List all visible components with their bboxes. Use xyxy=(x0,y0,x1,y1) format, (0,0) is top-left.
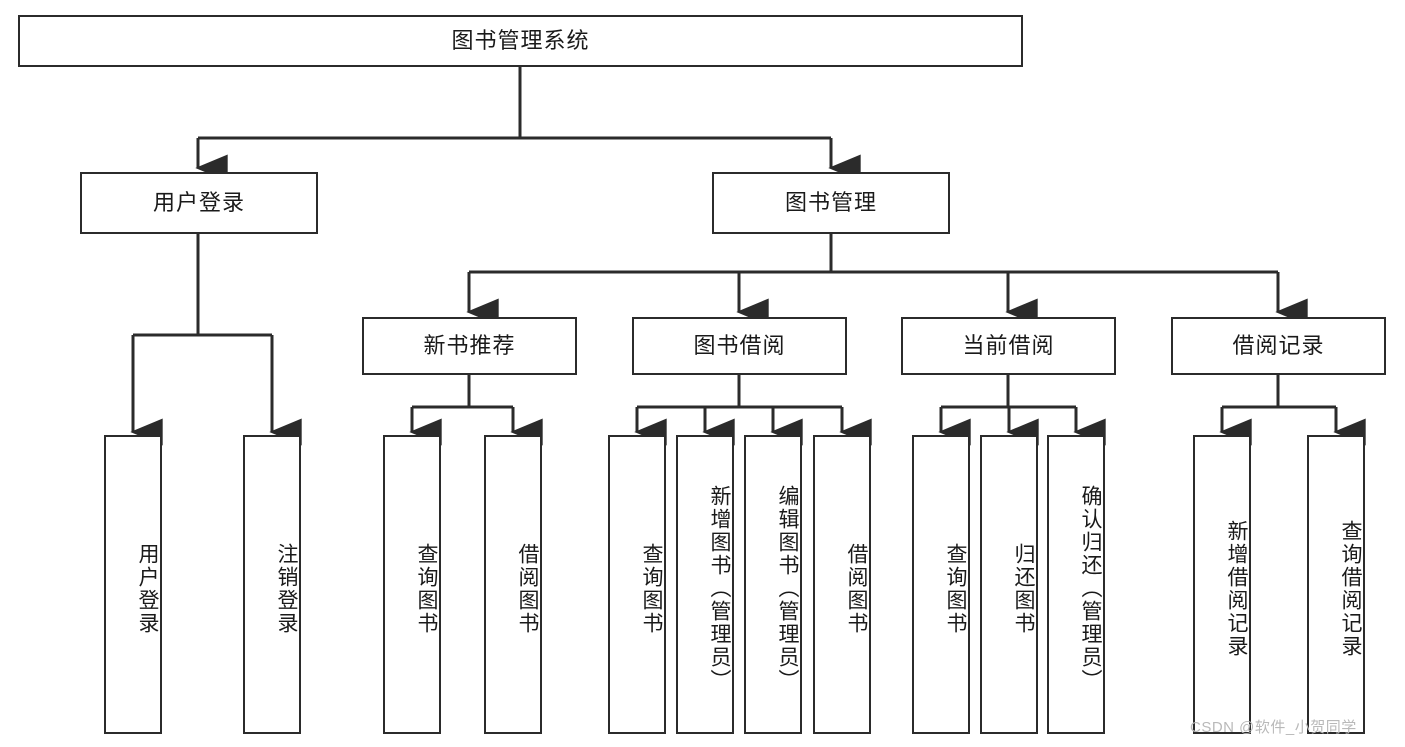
leaf-nb-query-book-label: 查询图书 xyxy=(415,542,438,635)
node-current-borrow[interactable]: 当前借阅 xyxy=(901,317,1116,375)
node-book-borrow-label: 图书借阅 xyxy=(693,332,786,358)
leaf-cb-query-book-label: 查询图书 xyxy=(944,542,967,635)
node-user-login[interactable]: 用户登录 xyxy=(80,172,318,234)
node-user-login-label: 用户登录 xyxy=(152,189,245,215)
node-current-borrow-label: 当前借阅 xyxy=(962,332,1055,358)
leaf-nb-borrow-book-label: 借阅图书 xyxy=(516,542,539,635)
leaf-cb-confirm-return-label: 确认归还（管理员） xyxy=(1079,485,1102,692)
leaf-cb-query-book[interactable]: 查询图书 xyxy=(912,435,970,734)
leaf-logout-label: 注销登录 xyxy=(275,542,298,635)
leaf-bb-borrow-book-label: 借阅图书 xyxy=(845,542,868,635)
leaf-logout[interactable]: 注销登录 xyxy=(243,435,301,734)
leaf-bb-query-book[interactable]: 查询图书 xyxy=(608,435,666,734)
node-root[interactable]: 图书管理系统 xyxy=(18,15,1023,67)
node-book-borrow[interactable]: 图书借阅 xyxy=(632,317,847,375)
watermark-text: CSDN @软件_小贺同学 xyxy=(1190,719,1357,736)
node-new-book-recommend-label: 新书推荐 xyxy=(423,332,516,358)
node-root-label: 图书管理系统 xyxy=(451,27,590,53)
leaf-nb-query-book[interactable]: 查询图书 xyxy=(383,435,441,734)
leaf-cb-return-book-label: 归还图书 xyxy=(1012,542,1035,635)
node-book-manage-label: 图书管理 xyxy=(784,189,877,215)
node-new-book-recommend[interactable]: 新书推荐 xyxy=(362,317,577,375)
leaf-bb-edit-book-label: 编辑图书（管理员） xyxy=(776,485,799,692)
leaf-br-add-record-label: 新增借阅记录 xyxy=(1225,519,1248,658)
leaf-bb-add-book-label: 新增图书（管理员） xyxy=(708,485,731,692)
leaf-bb-edit-book[interactable]: 编辑图书（管理员） xyxy=(744,435,802,734)
leaf-user-login[interactable]: 用户登录 xyxy=(104,435,162,734)
node-borrow-record-label: 借阅记录 xyxy=(1232,332,1325,358)
leaf-bb-query-book-label: 查询图书 xyxy=(640,542,663,635)
leaf-bb-add-book[interactable]: 新增图书（管理员） xyxy=(676,435,734,734)
leaf-br-query-record[interactable]: 查询借阅记录 xyxy=(1307,435,1365,734)
leaf-br-query-record-label: 查询借阅记录 xyxy=(1339,519,1362,658)
leaf-user-login-label: 用户登录 xyxy=(136,542,159,635)
leaf-bb-borrow-book[interactable]: 借阅图书 xyxy=(813,435,871,734)
leaf-br-add-record[interactable]: 新增借阅记录 xyxy=(1193,435,1251,734)
leaf-nb-borrow-book[interactable]: 借阅图书 xyxy=(484,435,542,734)
leaf-cb-confirm-return[interactable]: 确认归还（管理员） xyxy=(1047,435,1105,734)
node-book-manage[interactable]: 图书管理 xyxy=(712,172,950,234)
leaf-cb-return-book[interactable]: 归还图书 xyxy=(980,435,1038,734)
node-borrow-record[interactable]: 借阅记录 xyxy=(1171,317,1386,375)
